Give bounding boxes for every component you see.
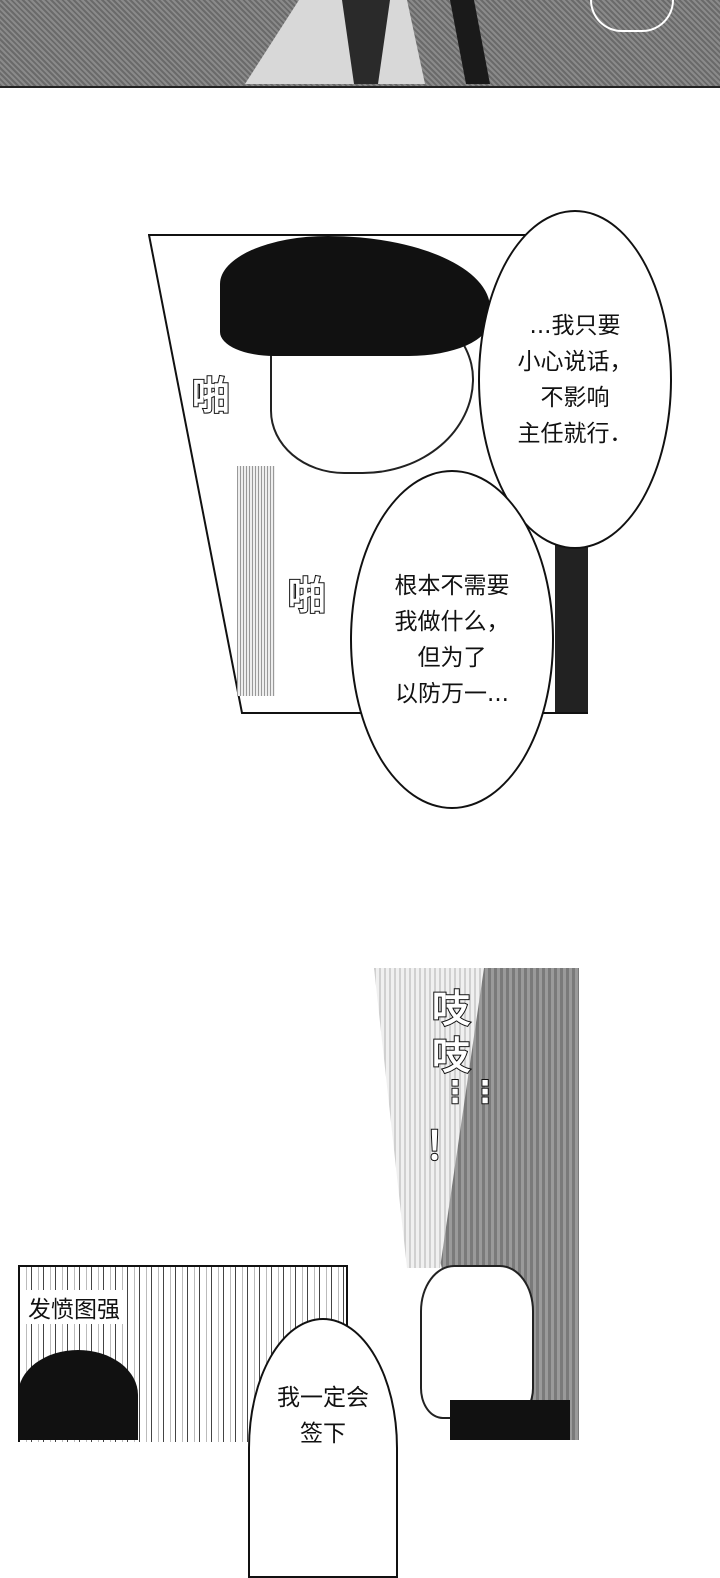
bubble-line: ...我只要 [529, 312, 621, 339]
hand-artwork [420, 1265, 534, 1419]
bubble-line: 小心说话， [517, 348, 633, 375]
sfx-text: 吱 [431, 1033, 471, 1079]
bubble-line: 不影响 [540, 384, 610, 411]
bubble-line: 以防万一... [395, 680, 509, 707]
bubble-line: 签下 [300, 1421, 346, 1447]
top-panel [0, 0, 720, 88]
panel-artwork [237, 466, 275, 696]
speech-bubble: 根本不需要 我做什么， 但为了 以防万一... [350, 470, 554, 809]
speech-bubble: 我一定会 签下 [248, 1318, 398, 1578]
character-hair [18, 1350, 138, 1440]
panel-border [148, 234, 588, 714]
sfx-text: 吱 [431, 986, 471, 1032]
sleeve-artwork [450, 1400, 570, 1440]
bubble-line: 我做什么， [394, 608, 510, 635]
bubble-line: 我一定会 [277, 1385, 369, 1411]
bubble-line: 主任就行． [517, 420, 633, 447]
sfx-text: ⋮⋮ [439, 1074, 501, 1111]
sfx-text: 啪 [287, 573, 327, 619]
caption-text: 发愤图强 [25, 1290, 123, 1324]
panel-artwork [590, 0, 674, 32]
panel-artwork [450, 0, 490, 84]
panel-artwork [245, 0, 425, 84]
speech-bubble: ...我只要 小心说话， 不影响 主任就行． [478, 210, 672, 549]
bubble-line: 根本不需要 [394, 572, 510, 599]
bubble-line: 但为了 [417, 644, 487, 671]
sfx-text: 啪 [191, 373, 231, 419]
sfx-text: ！ [424, 1123, 464, 1169]
